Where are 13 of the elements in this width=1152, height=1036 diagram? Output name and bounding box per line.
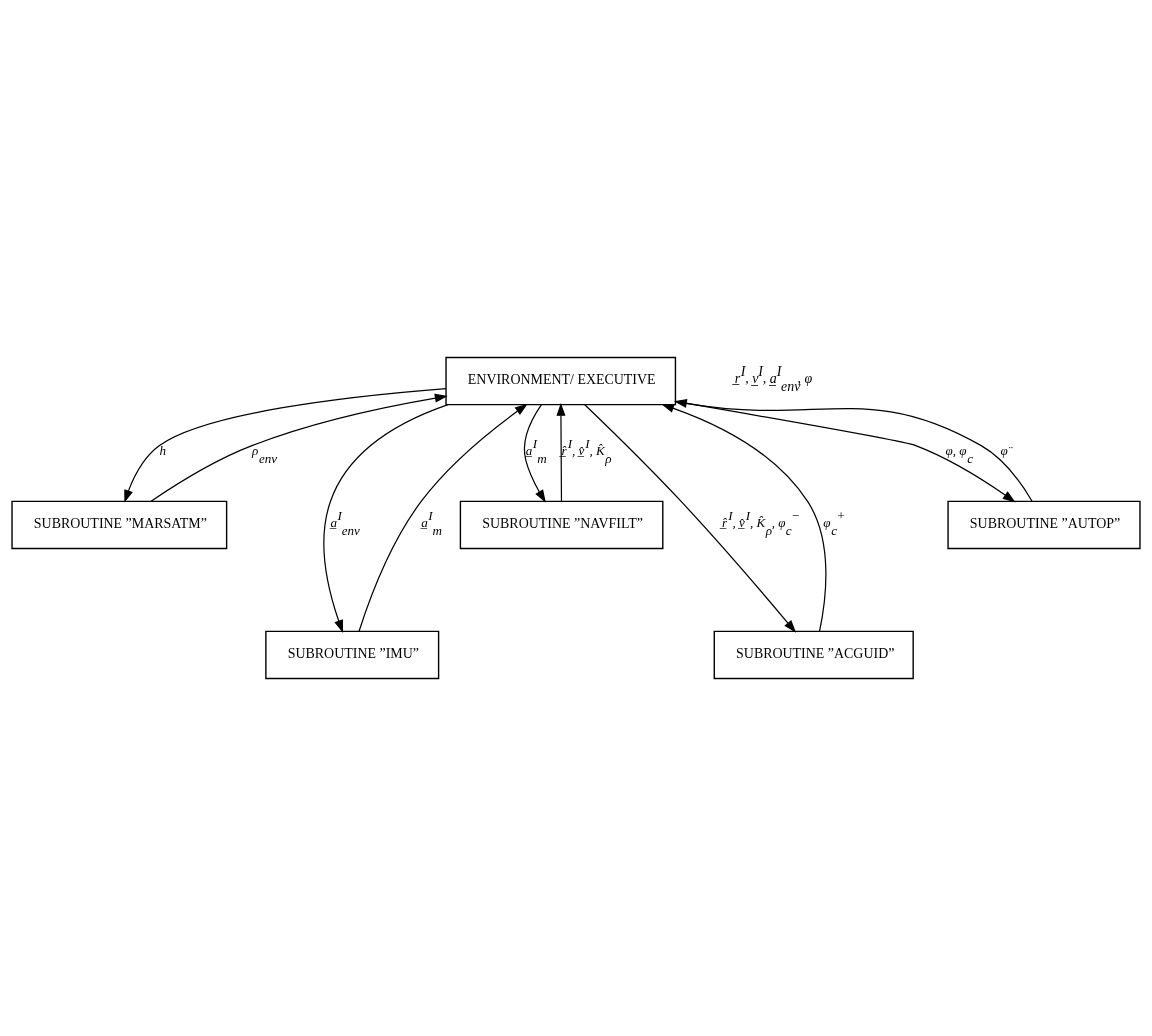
- node-box: SUBROUTINE ”IMU”: [265, 630, 440, 680]
- arrow: [358, 403, 528, 632]
- arrow: [523, 404, 546, 503]
- node-box: SUBROUTINE ”ACGUID”: [713, 630, 914, 680]
- arrow: [584, 404, 797, 633]
- node-box: SUBROUTINE ”MARSATM”: [11, 500, 228, 550]
- arrow: [556, 402, 566, 502]
- arrow: [661, 403, 827, 632]
- arrow: [323, 404, 449, 633]
- edge-label: h: [159, 443, 166, 459]
- node-box: SUBROUTINE ”AUTOP”: [947, 500, 1141, 550]
- node-box: SUBROUTINE ”NAVFILT”: [459, 500, 664, 550]
- node-box: ENVIRONMENT/ EXECUTIVE: [445, 356, 677, 406]
